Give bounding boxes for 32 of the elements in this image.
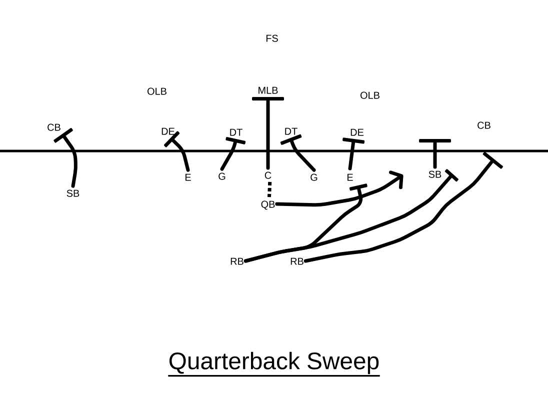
player-label: QB [261, 200, 275, 210]
player-label: E [348, 174, 353, 181]
block-line [304, 152, 504, 263]
player-label: OLB [360, 92, 380, 99]
player-label: OLB [148, 88, 166, 95]
title: Quarterback Sweep [168, 352, 380, 377]
block-line [252, 96, 284, 170]
player-label: G [218, 172, 226, 180]
block-line [54, 128, 78, 188]
player-label: C [264, 172, 272, 179]
player-label: RB [230, 258, 244, 265]
player-label: CB [48, 124, 60, 131]
player-label: DT [285, 128, 298, 135]
player-label: G [310, 174, 318, 181]
block-line [419, 139, 451, 169]
player-label: DT [230, 128, 242, 136]
player-label: DE [350, 128, 364, 136]
player-label: CB [478, 122, 490, 129]
block-line [244, 169, 458, 263]
route-arrow [275, 170, 404, 207]
player-label: SB [428, 170, 442, 178]
block-line [220, 136, 246, 171]
player-label: DE [162, 128, 174, 135]
block-line [342, 138, 365, 170]
block-line [280, 134, 316, 172]
dotted-line [267, 182, 272, 198]
player-label: FS [266, 34, 278, 42]
player-label: SB [66, 190, 80, 197]
player-label: E [186, 174, 191, 181]
block-line [164, 131, 190, 172]
player-label: RB [290, 258, 304, 265]
player-label: MLB [258, 86, 278, 94]
